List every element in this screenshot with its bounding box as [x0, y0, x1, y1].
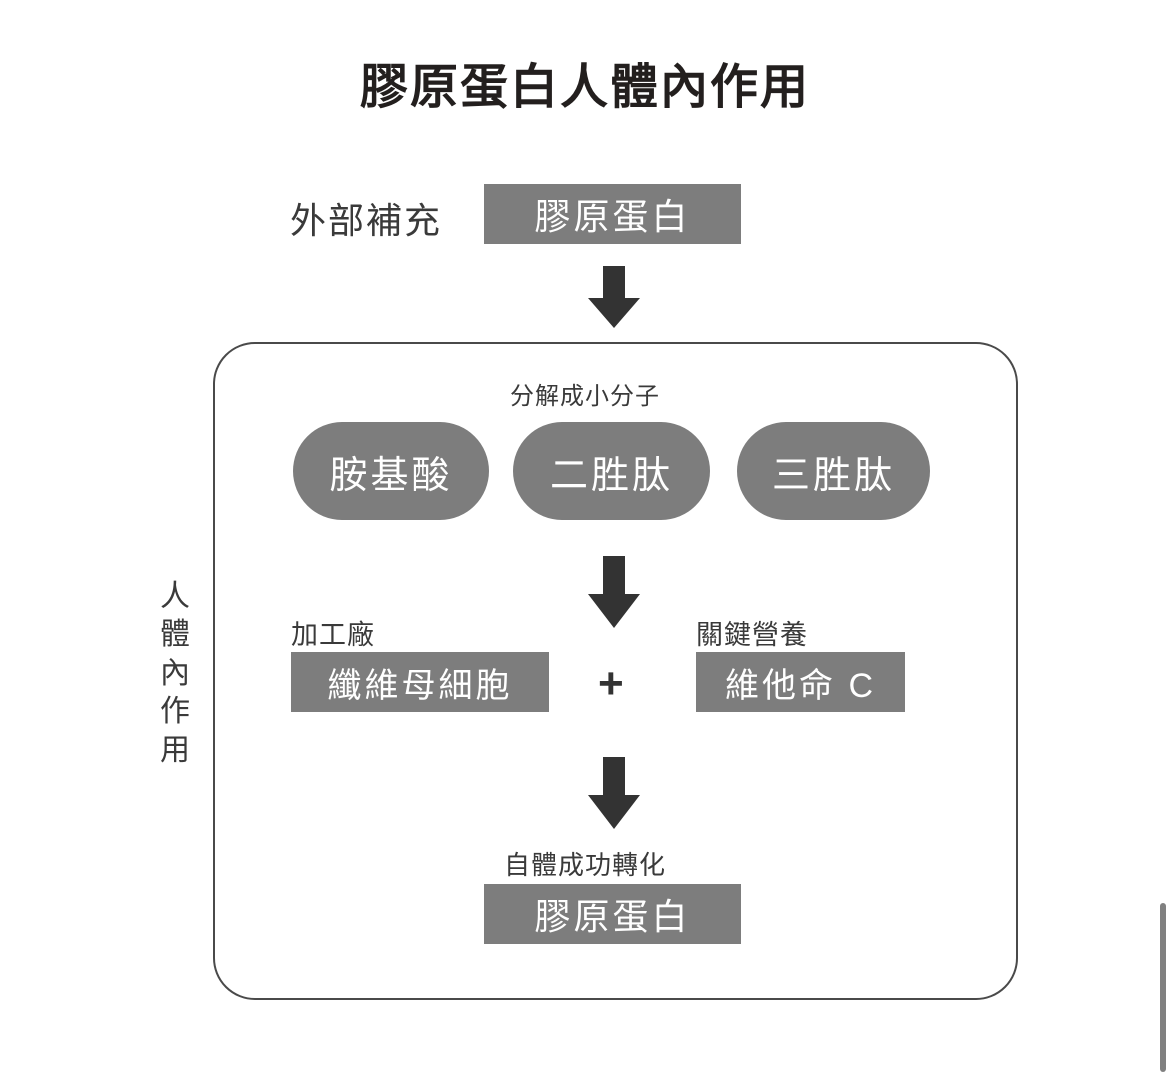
in-body-process-container: [213, 342, 1018, 1000]
arrow-breakdown-to-synthesis-icon: [588, 556, 640, 628]
side-label-char-3: 作: [160, 695, 190, 729]
fibroblast-box: 纖維母細胞: [291, 652, 549, 712]
vitamin-c-caption: 關鍵營養: [696, 620, 808, 650]
plus-operator: +: [598, 659, 624, 708]
page-scrollbar-thumb[interactable]: [1160, 903, 1166, 1072]
result-caption: 自體成功轉化: [503, 850, 666, 880]
pill-dipeptide: 二胜肽: [513, 422, 710, 520]
external-supplement-label: 外部補充: [290, 200, 443, 241]
page-scrollbar[interactable]: [1156, 0, 1170, 1072]
collagen-result-box: 膠原蛋白: [484, 884, 741, 944]
body-section-side-label: 人 體 內 作 用: [152, 578, 198, 770]
arrow-intake-to-body-icon: [588, 266, 640, 328]
arrow-synthesis-to-result-icon: [588, 757, 640, 829]
pill-amino-acid: 胺基酸: [293, 422, 489, 520]
vitamin-c-box: 維他命 C: [696, 652, 905, 712]
side-label-char-4: 用: [160, 733, 190, 767]
breakdown-caption: 分解成小分子: [510, 383, 660, 410]
pill-tripeptide: 三胜肽: [737, 422, 930, 520]
collagen-intake-box: 膠原蛋白: [484, 184, 741, 244]
side-label-char-1: 體: [160, 618, 190, 652]
fibroblast-caption: 加工廠: [291, 620, 375, 650]
side-label-char-2: 內: [160, 656, 190, 690]
page-title: 膠原蛋白人體內作用: [359, 61, 810, 114]
side-label-char-0: 人: [160, 580, 190, 613]
